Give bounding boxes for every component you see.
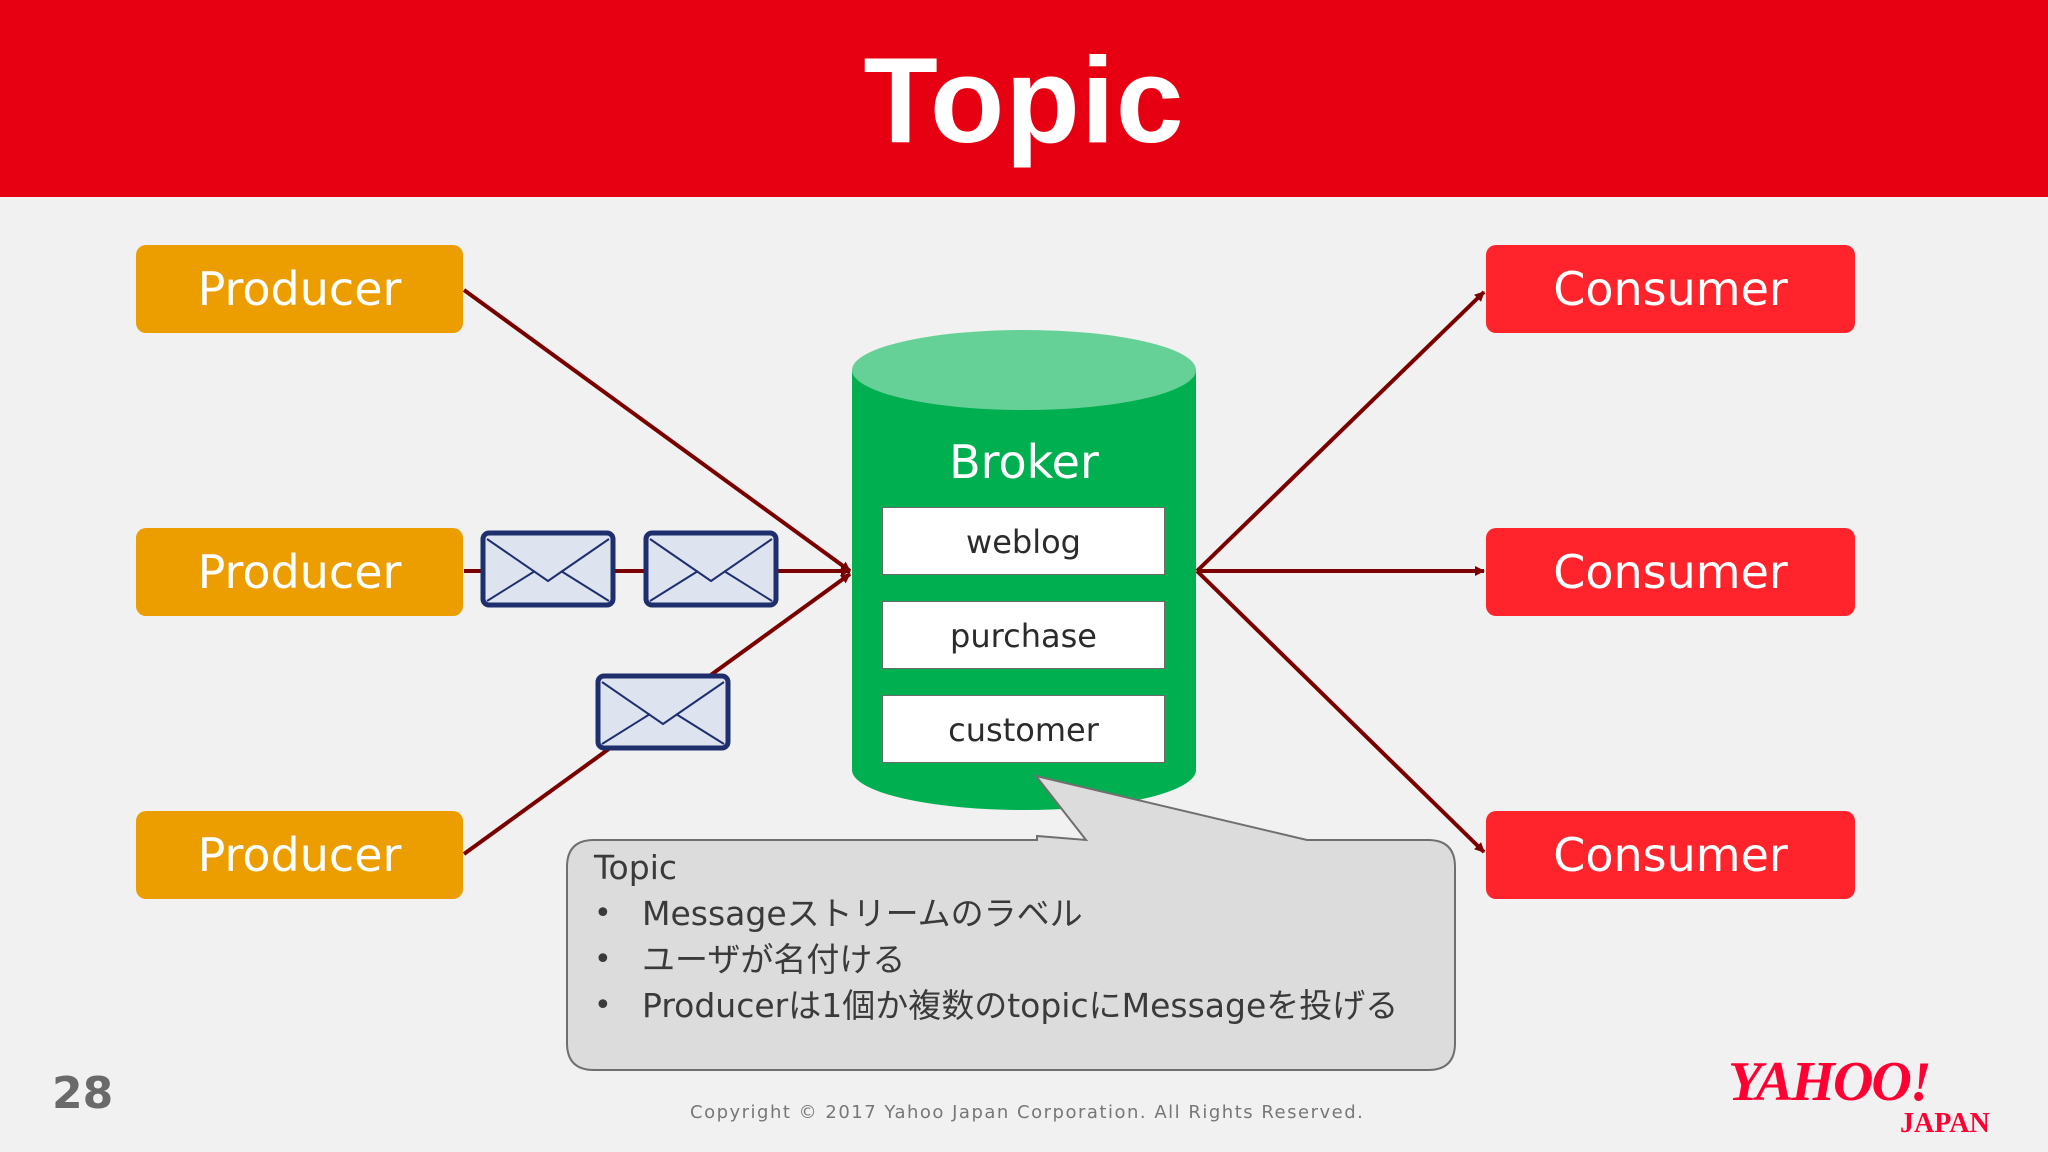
svg-text:JAPAN: JAPAN [1900,1108,1990,1134]
topic-weblog: weblog [882,507,1165,575]
arrow-producer-1-to-broker [462,288,852,573]
callout-bullet: Producerは1個か複数のtopicにMessageを投げる [594,983,1434,1029]
callout-bullet-list: Messageストリームのラベル ユーザが名付ける Producerは1個か複数… [594,891,1434,1029]
producer-box-2: Producer [136,528,463,616]
callout-bullet: ユーザが名付ける [594,937,1434,983]
envelope-icon [643,530,779,608]
callout-text: Topic Messageストリームのラベル ユーザが名付ける Producer… [594,845,1434,1029]
topic-purchase: purchase [882,601,1165,669]
envelope-icon [480,530,616,608]
arrow-broker-to-consumer-1 [1195,290,1486,573]
topic-customer: customer [882,695,1165,763]
consumer-box-2: Consumer [1486,528,1855,616]
page-number: 28 [52,1068,114,1119]
arrow-broker-to-consumer-3 [1195,569,1486,854]
slide-title: Topic [863,32,1185,168]
producer-box-1: Producer [136,245,463,333]
yahoo-japan-logo: YAHOO! JAPAN [1728,1054,1990,1134]
callout-heading: Topic [594,848,677,887]
producer-box-3: Producer [136,811,463,899]
consumer-box-1: Consumer [1486,245,1855,333]
envelope-icon [595,673,731,751]
title-bar [0,0,2048,197]
consumer-box-3: Consumer [1486,811,1855,899]
copyright-notice: Copyright © 2017 Yahoo Japan Corporation… [690,1102,1365,1123]
broker-label: Broker [949,435,1099,489]
callout-bullet: Messageストリームのラベル [594,891,1434,937]
svg-text:YAHOO!: YAHOO! [1728,1054,1930,1113]
